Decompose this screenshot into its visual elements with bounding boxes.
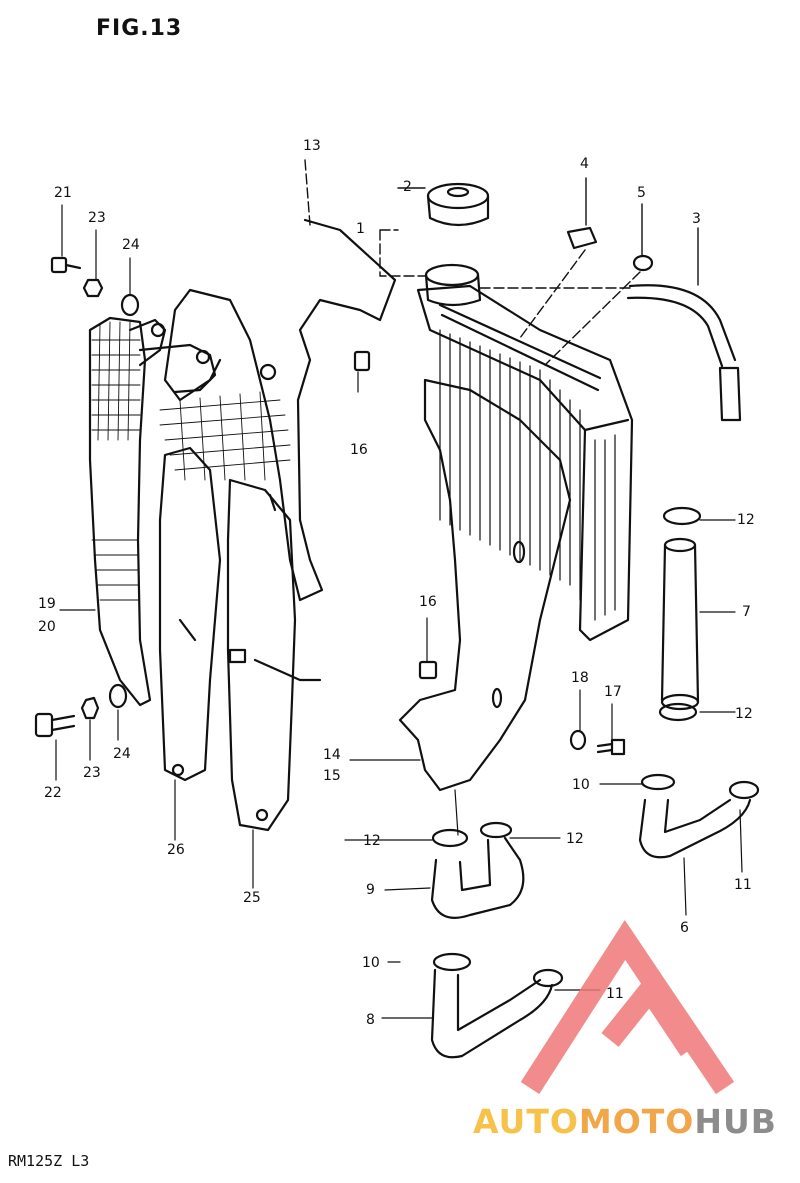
watermark-moto: MOTO: [578, 1102, 695, 1141]
watermark-hub: HUB: [694, 1102, 777, 1141]
callout-2: 2: [403, 179, 412, 195]
callout-9: 9: [366, 882, 375, 898]
callout-4: 4: [580, 156, 589, 172]
shroud-13-drawing: [163, 218, 397, 602]
callout-3: 3: [692, 211, 701, 227]
watermark-auto: AUTO: [473, 1102, 579, 1141]
callout-10-upper: 10: [572, 777, 590, 793]
callout-11-upper: 11: [734, 877, 752, 893]
callout-21: 21: [54, 185, 72, 201]
washer-24-upper-drawing: [120, 293, 140, 317]
callout-11-lower: 11: [606, 986, 624, 1002]
callout-12-c: 12: [363, 833, 381, 849]
bracket-mesh-drawing: [138, 322, 291, 481]
part-5-drawing: [632, 254, 654, 272]
callout-15: 15: [323, 768, 341, 784]
clip-16-lower-drawing: [418, 660, 438, 680]
nut-23-upper-drawing: [82, 278, 104, 298]
callout-10-lower: 10: [362, 955, 380, 971]
callout-1: 1: [356, 221, 365, 237]
callout-24-lower: 24: [113, 746, 131, 762]
callout-23-upper: 23: [88, 210, 106, 226]
callout-8: 8: [366, 1012, 375, 1028]
side-cover-25-drawing: [226, 478, 322, 832]
nut-23-lower-drawing: [80, 696, 100, 720]
bolt-21-drawing: [50, 256, 82, 274]
callout-19: 19: [38, 596, 56, 612]
model-code: RM125Z L3: [8, 1152, 90, 1170]
hose-6-drawing: [638, 773, 760, 859]
figure-title: FIG.13: [96, 16, 183, 41]
bolt-17-drawing: [596, 738, 626, 756]
callout-23-lower: 23: [83, 765, 101, 781]
watermark-text: AUTOMOTOHUB: [473, 1102, 777, 1141]
washer-24-lower-drawing: [108, 683, 128, 709]
watermark-logo: [520, 919, 735, 1095]
callout-12-d: 12: [566, 831, 584, 847]
callout-24-upper: 24: [122, 237, 140, 253]
hose-9-drawing: [430, 821, 525, 919]
callout-12-a: 12: [737, 512, 755, 528]
shroud-14-drawing: [398, 378, 572, 792]
callout-12-b: 12: [735, 706, 753, 722]
cover-19-drawing: [88, 316, 167, 707]
callout-7: 7: [742, 604, 751, 620]
callout-25: 25: [243, 890, 261, 906]
callout-6: 6: [680, 920, 689, 936]
hose-8-drawing: [430, 952, 564, 1059]
callout-5: 5: [637, 185, 646, 201]
callout-17: 17: [604, 684, 622, 700]
hose-7-drawing: [658, 506, 702, 722]
clip-16-upper-drawing: [353, 350, 371, 372]
radiator-core-drawing: [416, 263, 634, 642]
overflow-hose-drawing: [626, 284, 742, 422]
callout-18: 18: [571, 670, 589, 686]
part-4-drawing: [566, 226, 598, 250]
side-cover-26-drawing: [158, 446, 222, 782]
callout-16-upper: 16: [350, 442, 368, 458]
callout-20: 20: [38, 619, 56, 635]
callout-26: 26: [167, 842, 185, 858]
callout-14: 14: [323, 747, 341, 763]
callout-16-lower: 16: [419, 594, 437, 610]
callout-13: 13: [303, 138, 321, 154]
washer-18-drawing: [569, 729, 587, 751]
bolt-22-drawing: [34, 712, 76, 738]
radiator-cap-drawing: [426, 182, 490, 227]
callout-22: 22: [44, 785, 62, 801]
